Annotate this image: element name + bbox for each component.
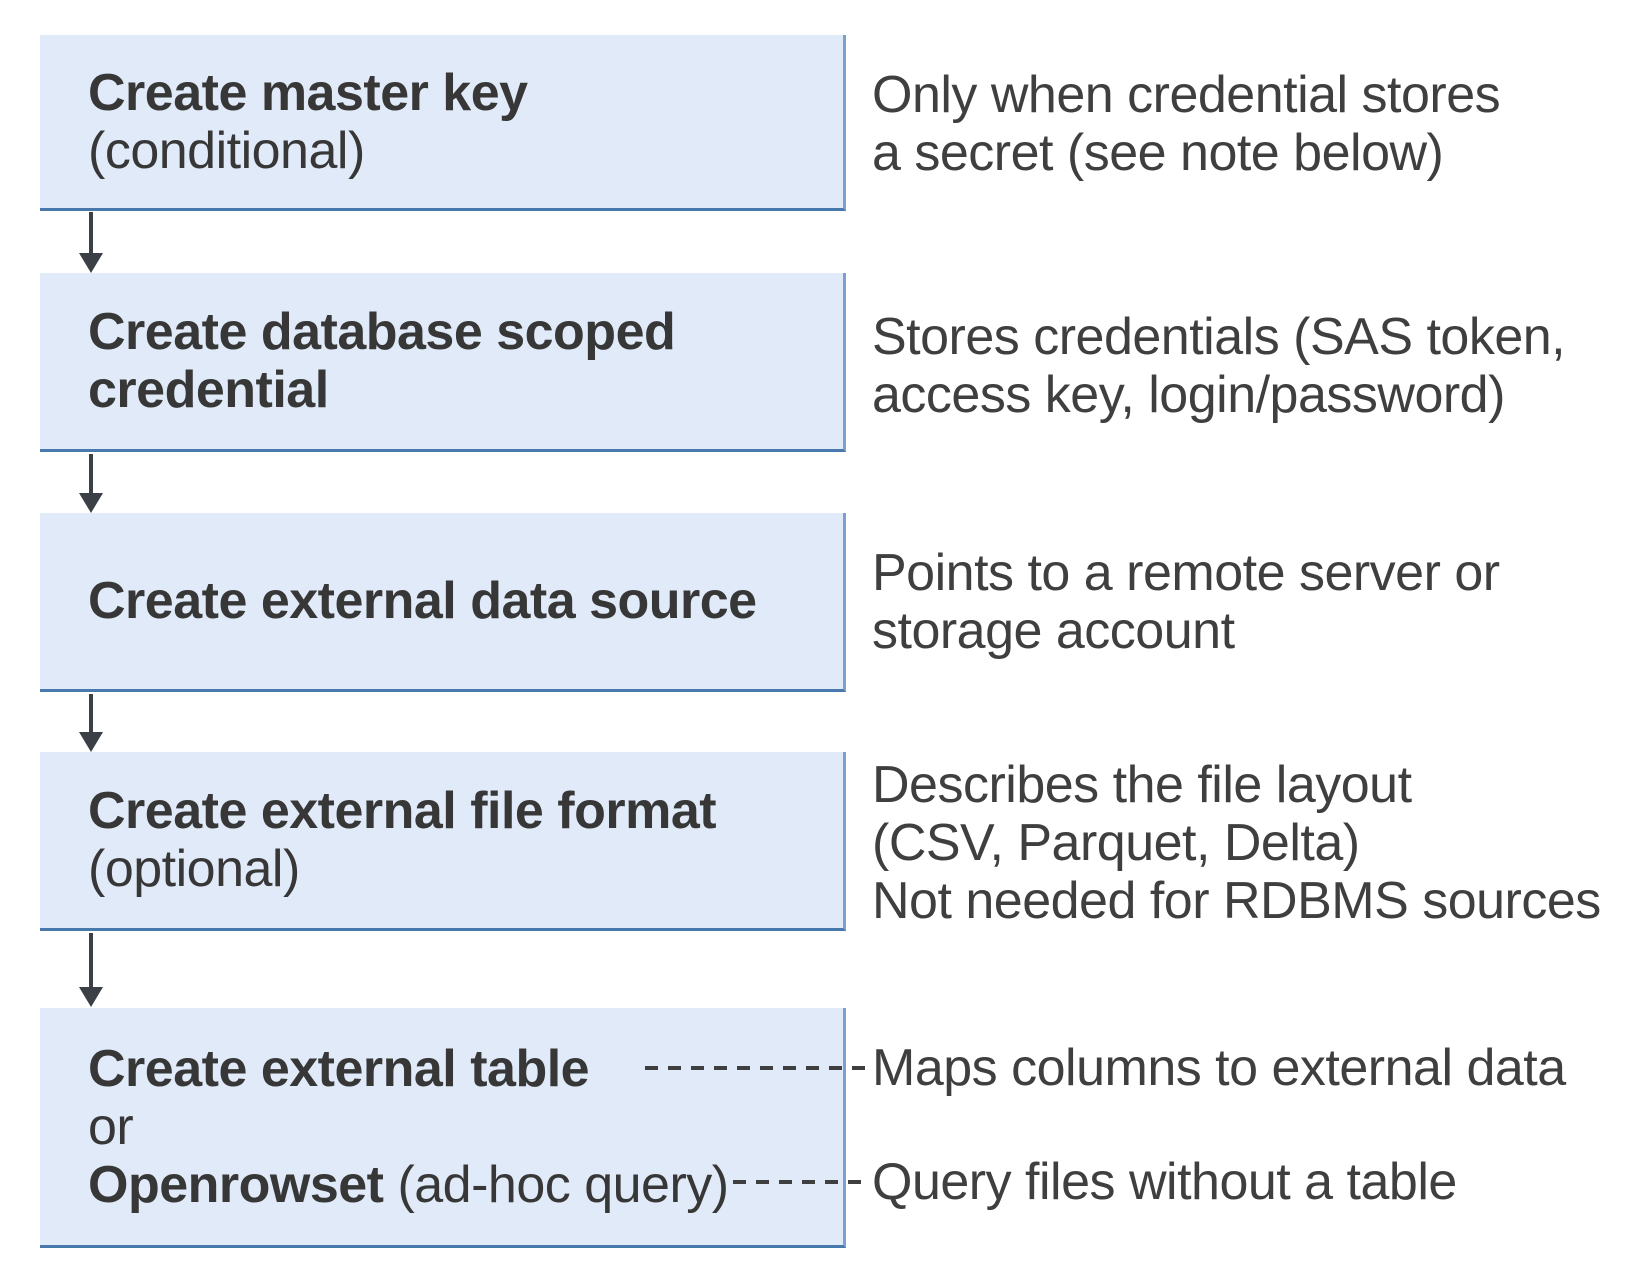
note-line: (CSV, Parquet, Delta) bbox=[872, 814, 1360, 872]
node-title: Create external file format bbox=[88, 782, 717, 840]
note-line: Describes the file layout bbox=[872, 756, 1412, 814]
node-title: Create external data source bbox=[88, 572, 757, 630]
down-arrow bbox=[79, 933, 103, 1007]
note-line: Not needed for RDBMS sources bbox=[872, 872, 1601, 930]
note-master-key: Only when credential stores a secret (se… bbox=[872, 66, 1501, 182]
note-scoped-credential: Stores credentials (SAS token, access ke… bbox=[872, 308, 1566, 424]
node-title: Create master key bbox=[88, 63, 528, 122]
note-line: access key, login/password) bbox=[872, 366, 1505, 424]
arrow-stem bbox=[89, 933, 93, 989]
down-arrow bbox=[79, 694, 103, 752]
note-data-source: Points to a remote server or storage acc… bbox=[872, 544, 1500, 660]
node-title: Create database scoped bbox=[88, 303, 676, 361]
arrow-stem bbox=[89, 454, 93, 495]
note-openrowset: Query files without a table bbox=[872, 1153, 1457, 1211]
node-create-external-file-format: Create external file format (optional) bbox=[40, 752, 846, 931]
node-subtitle: (conditional) bbox=[88, 121, 365, 180]
node-alt-title: Openrowset bbox=[88, 1155, 384, 1214]
node-create-external-data-source: Create external data source bbox=[40, 513, 846, 692]
node-alt-title-line: Openrowset (ad-hoc query) bbox=[88, 1156, 843, 1214]
note-line: Stores credentials (SAS token, bbox=[872, 308, 1566, 366]
arrow-head-icon bbox=[79, 493, 103, 513]
note-line: Only when credential stores bbox=[872, 66, 1501, 124]
arrow-stem bbox=[89, 694, 93, 734]
node-subtitle: (optional) bbox=[88, 840, 300, 898]
note-external-table: Maps columns to external data bbox=[872, 1039, 1566, 1097]
node-title: Create external table bbox=[88, 1039, 590, 1098]
node-alt-suffix: (ad-hoc query) bbox=[383, 1155, 729, 1214]
note-line: storage account bbox=[872, 602, 1235, 660]
node-or-label: or bbox=[88, 1097, 134, 1156]
dashed-connector-openrowset bbox=[733, 1180, 868, 1184]
dashed-connector-external-table bbox=[645, 1066, 868, 1070]
arrow-head-icon bbox=[79, 253, 103, 273]
note-line: a secret (see note below) bbox=[872, 124, 1444, 182]
arrow-stem bbox=[89, 212, 93, 255]
note-line: Maps columns to external data bbox=[872, 1039, 1566, 1097]
down-arrow bbox=[79, 212, 103, 273]
node-create-master-key: Create master key (conditional) bbox=[40, 35, 846, 211]
arrow-head-icon bbox=[79, 987, 103, 1007]
down-arrow bbox=[79, 454, 103, 513]
node-title: credential bbox=[88, 361, 329, 419]
note-file-format: Describes the file layout (CSV, Parquet,… bbox=[872, 756, 1601, 930]
note-line: Query files without a table bbox=[872, 1153, 1457, 1211]
note-line: Points to a remote server or bbox=[872, 544, 1500, 602]
node-create-database-scoped-credential: Create database scoped credential bbox=[40, 273, 846, 452]
arrow-head-icon bbox=[79, 732, 103, 752]
node-create-external-table-or-openrowset: Create external table or Openrowset (ad-… bbox=[40, 1008, 846, 1248]
